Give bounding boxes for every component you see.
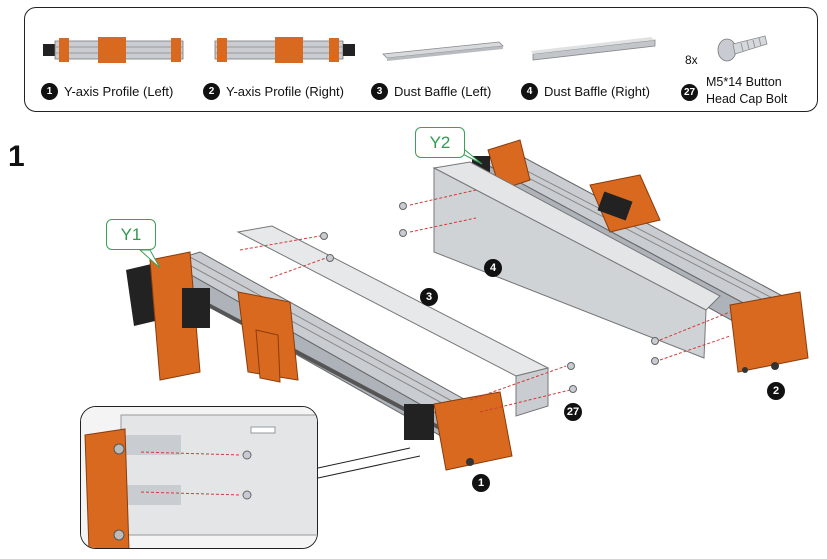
marker-part-2: 2 [767, 382, 785, 400]
inset-connector-bottom [317, 455, 421, 479]
right-bolts [399, 202, 659, 365]
left-bolt-guides [239, 235, 571, 413]
dust-baffle-right-thumbnail [531, 37, 656, 61]
y-axis-profile-left-thumbnail [43, 37, 184, 63]
y1-callout: Y1 [106, 219, 156, 250]
part-27-name: M5*14 Button Head Cap Bolt [706, 74, 787, 108]
marker-part-1: 1 [472, 474, 490, 492]
bolt-thumbnail [717, 35, 768, 62]
bolt-quantity: 8x [685, 53, 698, 67]
part-3-label: 3 Dust Baffle (Left) [371, 83, 491, 100]
inset-connector-top [317, 447, 411, 469]
y-axis-profile-right-thumbnail [214, 37, 355, 63]
part-4-number: 4 [521, 83, 538, 100]
detail-inset-drawing [81, 407, 317, 548]
marker-part-4: 4 [484, 259, 502, 277]
part-4-label: 4 Dust Baffle (Right) [521, 83, 650, 100]
y1-callout-pointer [138, 249, 161, 269]
right-bolt-guides [409, 189, 731, 361]
marker-part-3: 3 [420, 288, 438, 306]
part-2-name: Y-axis Profile (Right) [226, 84, 345, 99]
part-27-number: 27 [681, 84, 698, 101]
part-27-name-line1: M5*14 Button [706, 75, 782, 89]
part-3-number: 3 [371, 83, 388, 100]
y2-callout: Y2 [415, 127, 465, 158]
dust-baffle-left-thumbnail [382, 41, 504, 61]
part-2-label: 2 Y-axis Profile (Right) [203, 83, 344, 100]
part-1-name: Y-axis Profile (Left) [64, 84, 174, 99]
part-4-name: Dust Baffle (Right) [544, 84, 650, 99]
detail-inset [80, 406, 318, 549]
parts-list-box: 1 Y-axis Profile (Left) 2 Y-axis Profile… [24, 7, 818, 112]
part-1-number: 1 [41, 83, 58, 100]
step-number: 1 [8, 140, 25, 173]
dust-baffle-left [236, 225, 550, 417]
left-bolts [320, 232, 577, 393]
dust-baffle-right [432, 161, 721, 359]
part-1-label: 1 Y-axis Profile (Left) [41, 83, 173, 100]
y-axis-profile-left [126, 251, 513, 471]
part-27-name-line2: Head Cap Bolt [706, 92, 788, 106]
part-2-number: 2 [203, 83, 220, 100]
part-3-name: Dust Baffle (Left) [394, 84, 492, 99]
marker-part-27: 27 [564, 403, 582, 421]
